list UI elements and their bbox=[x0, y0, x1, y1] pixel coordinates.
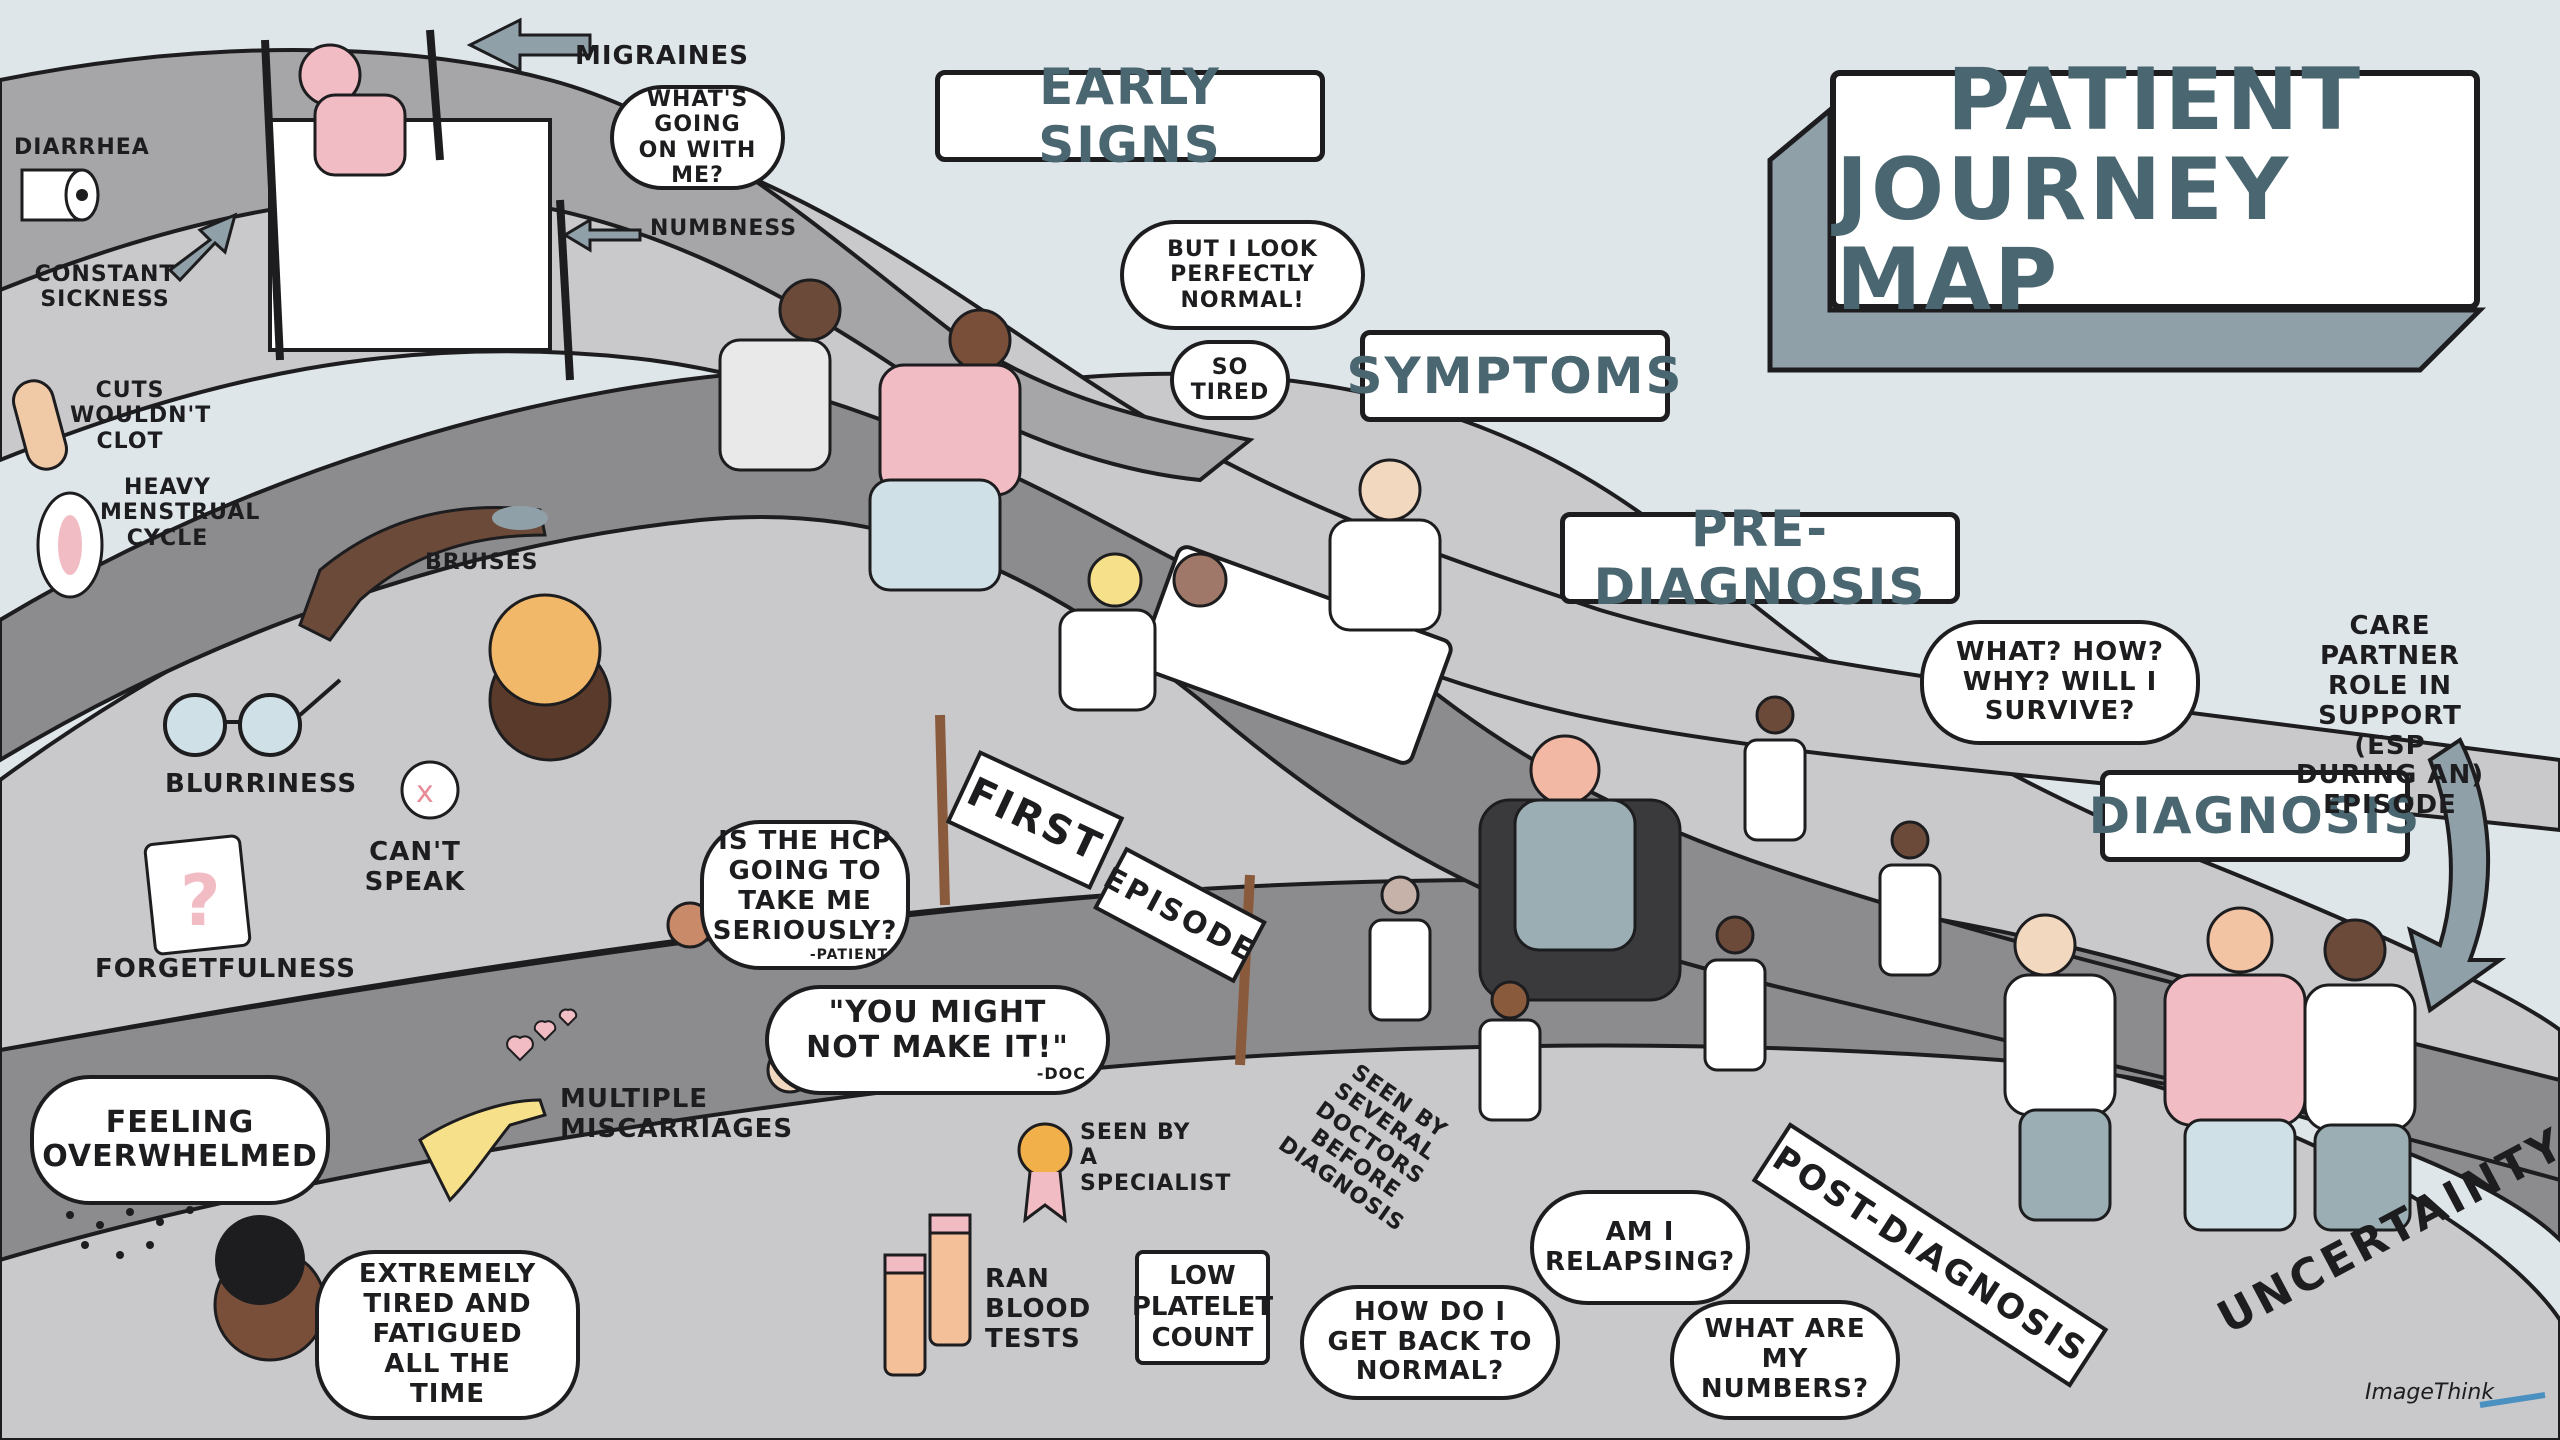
stage-pre-diagnosis: PRE-DIAGNOSIS bbox=[1560, 500, 1960, 616]
doctors-group bbox=[1368, 695, 1942, 1122]
cloud-whats-going-on: WHAT'S GOING ON WITH ME? bbox=[610, 85, 785, 190]
label-numbness: NUMBNESS bbox=[650, 216, 798, 241]
bandage-icon bbox=[12, 379, 68, 471]
label-forgetfulness: FORGETFULNESS bbox=[95, 954, 356, 984]
hearts-icon bbox=[506, 1008, 578, 1062]
label-miscarriages: MULTIPLE MISCARRIAGES bbox=[560, 1084, 794, 1144]
cant-speak-icon: x bbox=[400, 760, 460, 820]
label-constant-sickness: CONSTANT SICKNESS bbox=[34, 262, 176, 313]
arrow-sickness bbox=[167, 212, 238, 283]
bruised-arm bbox=[298, 506, 548, 642]
arrow-numbness bbox=[562, 217, 642, 253]
cloud-back-normal: HOW DO I GET BACK TO NORMAL? bbox=[1300, 1285, 1560, 1400]
svg-text:x: x bbox=[416, 775, 434, 810]
cloud-look-normal: BUT I LOOK PERFECTLY NORMAL! bbox=[1120, 220, 1365, 330]
signature: ImageThink bbox=[2365, 1380, 2495, 1405]
pad-icon bbox=[36, 491, 104, 599]
cloud-might-not-make-it: "YOU MIGHT NOT MAKE IT!" -DOC bbox=[765, 985, 1110, 1095]
cloud-relapsing: AM I RELAPSING? bbox=[1530, 1190, 1750, 1305]
doc-quote: "YOU MIGHT NOT MAKE IT!" bbox=[806, 995, 1069, 1065]
title-line2: JOURNEY MAP bbox=[1836, 139, 2292, 331]
label-migraines: MIGRAINES bbox=[575, 41, 749, 71]
label-menstrual: HEAVY MENSTRUAL CYCLE bbox=[100, 475, 261, 551]
rain-drops bbox=[66, 1206, 194, 1259]
arrow-migraines bbox=[466, 17, 592, 73]
label-bruises: BRUISES bbox=[425, 550, 539, 575]
cloud-feeling-overwhelmed: FEELING OVERWHELMED bbox=[30, 1075, 330, 1205]
glasses-icon bbox=[163, 678, 342, 757]
cloud-so-tired: SO TIRED bbox=[1170, 340, 1290, 420]
bed-illustration bbox=[261, 29, 574, 381]
cloud-extremely-tired: EXTREMELY TIRED and FATIGUED ALL the TIM… bbox=[315, 1250, 580, 1420]
award-ribbon-icon bbox=[1017, 1122, 1073, 1224]
stage-diagnosis: DIAGNOSIS bbox=[2089, 770, 2419, 862]
cloud-numbers: WHAT ARE MY NUMBERS? bbox=[1670, 1300, 1900, 1420]
label-specialist: SEEN BY a SPECIALIST bbox=[1080, 1120, 1232, 1196]
svg-text:?: ? bbox=[180, 860, 221, 942]
question-card-icon: ? bbox=[143, 834, 252, 956]
label-blood-tests: RAN BLOOD TESTS bbox=[985, 1264, 1092, 1354]
signature-pen bbox=[2479, 1392, 2546, 1408]
title-line1: PATIENT bbox=[1946, 49, 2364, 150]
blood-tubes-icon bbox=[883, 1213, 972, 1377]
finish-line-posts bbox=[935, 714, 1255, 1066]
label-cant-speak: CAN'T SPEAK bbox=[364, 837, 466, 897]
patient-in-chair bbox=[1478, 734, 1682, 1002]
toilet-paper-icon bbox=[20, 168, 100, 222]
doc-attribution: -DOC bbox=[1036, 1064, 1086, 1084]
title-slab-depth bbox=[1767, 104, 2487, 373]
stage-symptoms: SYMPTOMS bbox=[1347, 330, 1682, 422]
caregiver-couple bbox=[718, 278, 1022, 592]
hcp-quote: IS THE HCP GOING TO TAKE ME SERIOUSLY? bbox=[712, 826, 898, 946]
cloud-what-how-why: WHAT? HOW? WHY? WILL I SURVIVE? bbox=[1920, 620, 2200, 745]
arrow-care-partner bbox=[2407, 737, 2507, 1014]
faces-decorative bbox=[213, 593, 814, 1362]
hand-icon bbox=[418, 1098, 547, 1203]
label-cuts: CUTS WOULDN'T CLOT bbox=[70, 378, 212, 454]
stage-early-signs: EARLY SIGNS bbox=[935, 58, 1325, 174]
label-diarrhea: DIARRHEA bbox=[14, 135, 150, 160]
label-blurriness: BLURRINESS bbox=[165, 769, 358, 799]
diagnosis-trio bbox=[2003, 906, 2417, 1232]
stretcher-scene bbox=[1058, 458, 1453, 765]
hcp-attribution: -PATIENT bbox=[809, 946, 888, 963]
label-care-partner: CARE PARTNER ROLE in SUPPORT (esp DURING… bbox=[2295, 611, 2485, 821]
box-low-platelet: LOW PLATELET COUNT bbox=[1132, 1250, 1273, 1365]
title-box: PATIENT JOURNEY MAP bbox=[1830, 54, 2480, 325]
cloud-hcp: IS THE HCP GOING TO TAKE ME SERIOUSLY? -… bbox=[700, 820, 910, 970]
